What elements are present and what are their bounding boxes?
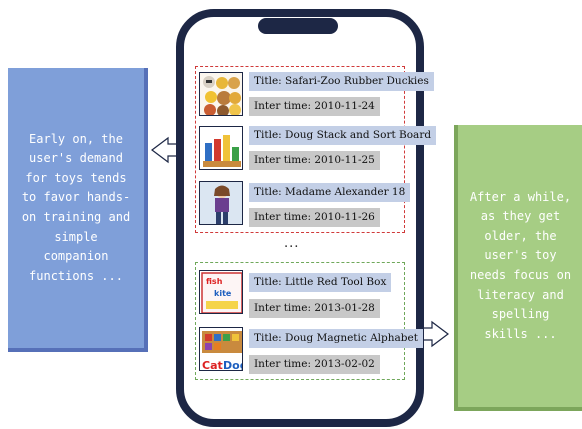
item-time: Inter time: 2013-02-02 [249,355,380,374]
early-interactions-group [195,66,405,233]
item-title: Title: Doug Stack and Sort Board [249,126,437,145]
item-time: Inter time: 2010-11-24 [249,97,380,116]
later-interactions-group [195,262,405,380]
item-title: Title: Little Red Tool Box [249,273,392,292]
later-interest-note: After a while, as they get older, the us… [454,125,582,411]
rubber-duckies-thumbnail [199,72,243,116]
early-interest-note: Early on, the user's demand for toys ten… [8,68,148,352]
item-title: Title: Madame Alexander 18 [249,183,411,202]
magnetic-alphabet-thumbnail: Cat Dog [199,327,243,371]
fish-card-text: fish [206,277,223,286]
stack-sort-board-thumbnail [199,126,243,170]
cat-magnet-text: Cat [202,359,223,371]
item-title: Title: Doug Magnetic Alphabet [249,329,423,348]
item-time: Inter time: 2010-11-25 [249,151,380,170]
dog-magnet-text: Dog [223,359,243,371]
phone-notch [258,18,338,34]
tool-box-thumbnail: fish kite [199,270,243,314]
item-time: Inter time: 2013-01-28 [249,299,380,318]
kite-card-text: kite [214,289,232,298]
item-time: Inter time: 2010-11-26 [249,208,380,227]
ellipsis: ... [284,236,300,251]
doll-thumbnail [199,181,243,225]
item-title: Title: Safari-Zoo Rubber Duckies [249,72,434,91]
